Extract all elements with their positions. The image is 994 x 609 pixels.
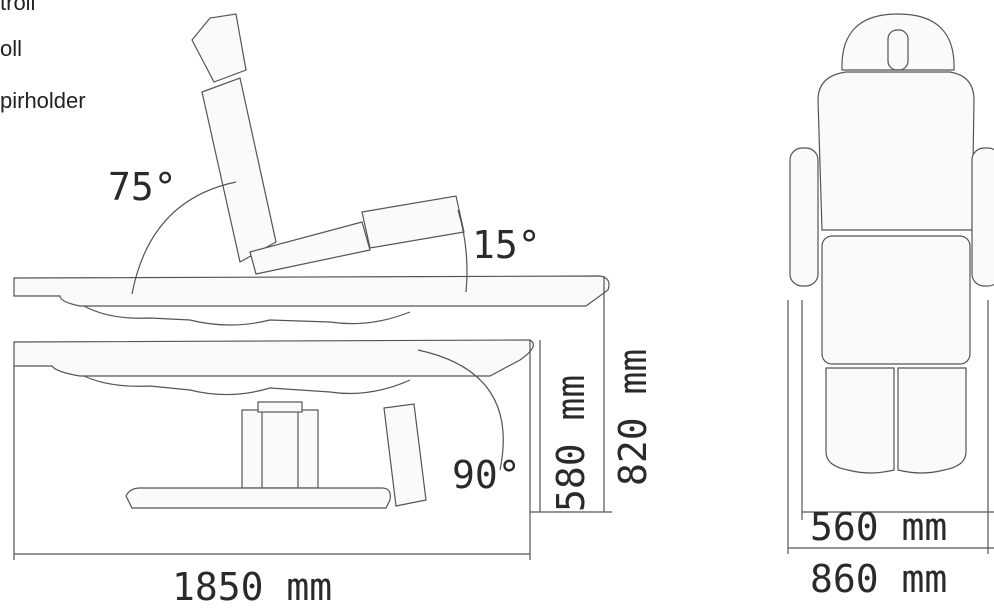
inner-width-label: 560 mm xyxy=(810,505,948,549)
backrest-angle-label: 75° xyxy=(108,165,177,209)
length-dimension-label: 1850 mm xyxy=(172,565,333,609)
seat-height-high-label: 820 mm xyxy=(611,348,655,486)
legrest-up-angle-label: 15° xyxy=(472,223,541,267)
dimension-lines-front xyxy=(787,300,994,554)
feature-list-item-2: oll xyxy=(0,36,23,61)
feature-list-item-1: troll xyxy=(0,0,36,15)
chair-front-view xyxy=(789,13,994,474)
seat-height-low-label: 580 mm xyxy=(549,374,593,512)
dimension-lines-side xyxy=(13,276,612,560)
feature-list-item-3: pirholder xyxy=(0,88,86,113)
chair-side-view-lowered xyxy=(13,339,534,509)
outer-width-label: 860 mm xyxy=(810,557,948,601)
chair-side-view-raised xyxy=(13,13,610,326)
legrest-down-angle-label: 90° xyxy=(452,453,521,497)
